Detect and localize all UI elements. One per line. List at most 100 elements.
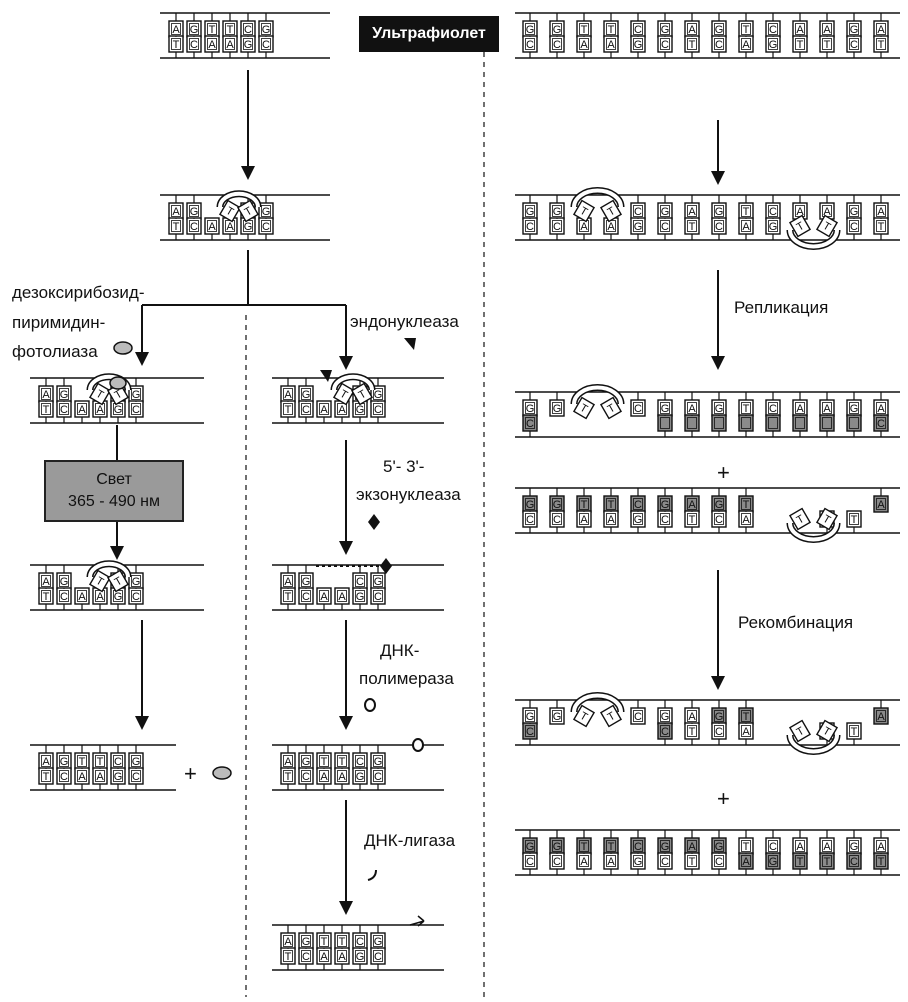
exonuclease-label-1: 5'- 3'- bbox=[383, 456, 424, 478]
exonuclease-label-2: экзонуклеаза bbox=[356, 484, 461, 506]
duplex-damaged-bottom-base-3-text: A bbox=[226, 221, 234, 233]
duplex-excision-3-top-base-5-text: G bbox=[374, 756, 383, 768]
duplex-rep-1-bottom-base-5 bbox=[658, 415, 672, 431]
duplex-right-top-bottom-base-11-text: T bbox=[824, 39, 831, 51]
duplex-right-top-bottom-base-10-text: T bbox=[797, 39, 804, 51]
duplex-ligated-bottom-base-2-text: A bbox=[320, 951, 328, 963]
dimer-rep-2: TT bbox=[790, 509, 837, 540]
duplex-right-top-top-base-9: C bbox=[766, 21, 780, 37]
duplex-ligated-top-base-0: A bbox=[281, 933, 295, 949]
exonuclease-bound-icon bbox=[380, 558, 392, 574]
duplex-repaired-photo-bottom-base-1-text: C bbox=[60, 771, 68, 783]
duplex-top-top-base-3: T bbox=[223, 21, 237, 37]
duplex-excision-3-bottom-base-2-text: A bbox=[320, 771, 328, 783]
duplex-photo-2-bottom-base-2-text: A bbox=[78, 591, 86, 603]
duplex-right-top-top-base-11-text: A bbox=[823, 24, 831, 36]
duplex-rep-2-bottom-base-0-text: C bbox=[526, 514, 534, 526]
duplex-right-damaged-bottom-base-5-text: C bbox=[661, 221, 669, 233]
duplex-right-top-bottom-base-9-text: G bbox=[769, 39, 778, 51]
duplex-excision-1-bottom-base-1: C bbox=[299, 401, 313, 417]
duplex-rep-1-top-base-11-text: A bbox=[823, 403, 831, 415]
duplex-rep-2-top-base-8: T bbox=[739, 496, 753, 512]
duplex-right-damaged-bottom-base-7-text: C bbox=[715, 221, 723, 233]
duplex-excision-1-bottom-base-2: A bbox=[317, 401, 331, 417]
duplex-ligated-bottom-base-3-text: A bbox=[338, 951, 346, 963]
duplex-right-top-bottom-base-8: A bbox=[739, 36, 753, 52]
duplex-right-top-top-base-12: G bbox=[847, 21, 861, 37]
duplex-photo-2-bottom-base-1: C bbox=[57, 588, 71, 604]
duplex-photo-2-bottom-base-5: C bbox=[129, 588, 143, 604]
duplex-excision-3-top-base-3: T bbox=[335, 753, 349, 769]
arrow-1-head bbox=[241, 166, 255, 180]
duplex-right-top-bottom-base-6: T bbox=[685, 36, 699, 52]
duplex-right-damaged-top-base-4: C bbox=[631, 203, 645, 219]
duplex-photo-2-top-base-0-text: A bbox=[42, 576, 50, 588]
duplex-rep-1-bottom-base-6 bbox=[685, 415, 699, 431]
duplex-excision-3-bottom-base-1-text: C bbox=[302, 771, 310, 783]
duplex-right-damaged-bottom-base-8-text: A bbox=[742, 221, 750, 233]
duplex-rec-1-bottom-base-0: C bbox=[523, 723, 537, 739]
duplex-repaired-photo-bottom-base-0: T bbox=[39, 768, 53, 784]
duplex-right-top-top-base-8-text: T bbox=[743, 24, 750, 36]
duplex-excision-2-top-base-1-text: G bbox=[302, 576, 311, 588]
duplex-final-bottom-base-9: G bbox=[766, 853, 780, 869]
duplex-repaired-photo-bottom-base-0-text: T bbox=[43, 771, 50, 783]
photolyase-bound-icon bbox=[110, 377, 126, 389]
duplex-excision-1-bottom-base-5-text: C bbox=[374, 404, 382, 416]
duplex-right-top-bottom-base-1-text: C bbox=[553, 39, 561, 51]
duplex-rep-2-top-base-1: G bbox=[550, 496, 564, 512]
duplex-photo-2-top-base-5-text: G bbox=[132, 576, 141, 588]
duplex-damaged-top-base-0: A bbox=[169, 203, 183, 219]
duplex-final-top-base-0: G bbox=[523, 838, 537, 854]
duplex-rep-2-bottom-base-8: A bbox=[739, 511, 753, 527]
duplex-excision-3-top-base-3-text: T bbox=[339, 756, 346, 768]
duplex-excision-2-top-base-0: A bbox=[281, 573, 295, 589]
photolyase-label-2: пиримидин- bbox=[12, 312, 105, 334]
duplex-excision-3-bottom-base-5: C bbox=[371, 768, 385, 784]
duplex-final-bottom-base-4-text: G bbox=[634, 856, 643, 868]
duplex-final-top-base-10: A bbox=[793, 838, 807, 854]
duplex-damaged-top-base-1-text: G bbox=[190, 206, 199, 218]
duplex-final-bottom-base-7-text: C bbox=[715, 856, 723, 868]
duplex-top-top-base-0: A bbox=[169, 21, 183, 37]
duplex-ligated-bottom-base-0: T bbox=[281, 948, 295, 964]
duplex-rep-2-top-base-0: G bbox=[523, 496, 537, 512]
duplex-final-bottom-base-0: C bbox=[523, 853, 537, 869]
photolyase-label-1: дезоксирибозид- bbox=[12, 282, 145, 304]
duplex-ligated-top-base-3: T bbox=[335, 933, 349, 949]
duplex-right-top-bottom-base-5-text: C bbox=[661, 39, 669, 51]
duplex-repaired-photo-top-base-0-text: A bbox=[42, 756, 50, 768]
duplex-rep-1-bottom-base-13: C bbox=[874, 415, 888, 431]
duplex-final-bottom-base-13-text: T bbox=[878, 856, 885, 868]
duplex-excision-3-top-base-4-text: C bbox=[356, 756, 364, 768]
duplex-rep-2-bottom-base-1-text: C bbox=[553, 514, 561, 526]
duplex-excision-2-bottom-base-4: G bbox=[353, 588, 367, 604]
duplex-right-damaged-top-base-9: C bbox=[766, 203, 780, 219]
duplex-right-damaged-bottom-base-5: C bbox=[658, 218, 672, 234]
duplex-right-top-top-base-5: G bbox=[658, 21, 672, 37]
duplex-photo-1-bottom-base-3-text: A bbox=[96, 404, 104, 416]
duplex-right-damaged-top-base-5: G bbox=[658, 203, 672, 219]
duplex-excision-3-top-base-4: C bbox=[353, 753, 367, 769]
duplex-repaired-photo-bottom-base-1: C bbox=[57, 768, 71, 784]
duplex-excision-1-bottom-base-0: T bbox=[281, 401, 295, 417]
duplex-photo-1-top-base-1-text: G bbox=[60, 389, 69, 401]
duplex-top-top-base-1-text: G bbox=[190, 24, 199, 36]
duplex-rep-1-bottom-base-10 bbox=[793, 415, 807, 431]
duplex-rep-2-bottom-base-4-text: G bbox=[634, 514, 643, 526]
duplex-rep-2-top-base-2: T bbox=[577, 496, 591, 512]
duplex-right-damaged-bottom-base-4-text: G bbox=[634, 221, 643, 233]
duplex-right-top-top-base-2-text: T bbox=[581, 24, 588, 36]
duplex-top-bottom-base-3-text: A bbox=[226, 39, 234, 51]
duplex-right-damaged-bottom-base-6: T bbox=[685, 218, 699, 234]
duplex-right-damaged-bottom-base-12: C bbox=[847, 218, 861, 234]
duplex-rep-2-top-base-5-text: G bbox=[661, 499, 670, 511]
duplex-right-top-bottom-base-12: C bbox=[847, 36, 861, 52]
duplex-rec-1-bottom-base-6: T bbox=[685, 723, 699, 739]
duplex-rep-2-bottom-base-5-text: C bbox=[661, 514, 669, 526]
duplex-excision-1-bottom-base-1-text: C bbox=[302, 404, 310, 416]
light-box: Свет 365 - 490 нм bbox=[44, 460, 184, 522]
duplex-repaired-photo-top-base-1: G bbox=[57, 753, 71, 769]
duplex-final-bottom-base-1: C bbox=[550, 853, 564, 869]
